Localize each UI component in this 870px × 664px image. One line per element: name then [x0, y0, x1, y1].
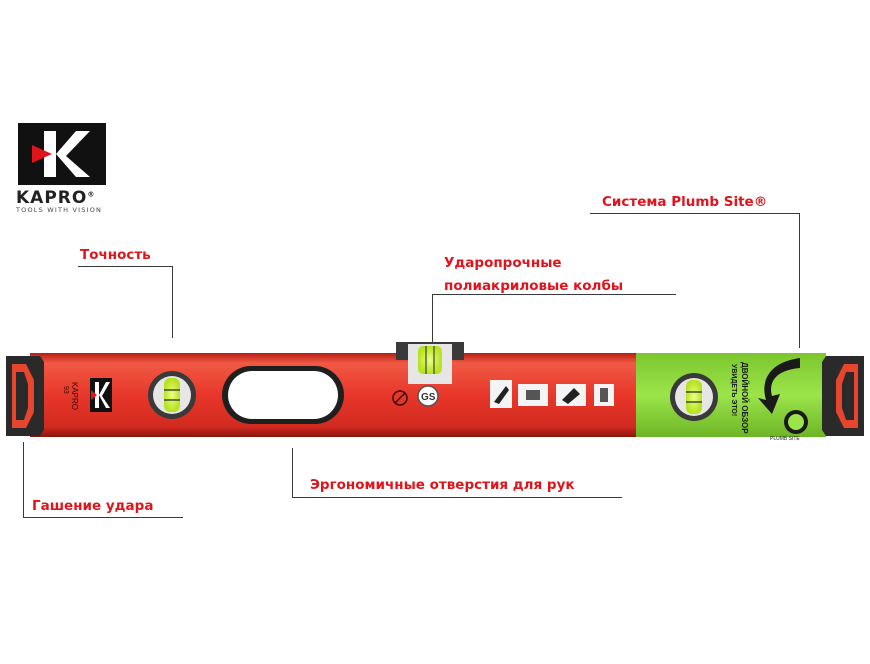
callout-hands-underline	[292, 497, 622, 498]
callout-vials-line2: полиакриловые колбы	[444, 278, 624, 294]
sticker-text-line1: ДВОЙНОЙ ОБЗОР	[740, 362, 749, 434]
kapro-tagline: TOOLS WITH VISION	[16, 206, 103, 214]
callout-plumb-leader	[799, 213, 800, 348]
vertical-vial-left-icon	[148, 371, 196, 419]
svg-text:GS: GS	[421, 392, 436, 403]
callout-plumb-underline	[590, 213, 800, 214]
callout-shock-absorb: Гашение удара	[32, 498, 154, 514]
vertical-vial-right-icon	[670, 373, 718, 421]
callout-vials-underline	[432, 294, 676, 295]
callout-plumb-site: Система Plumb Site®	[602, 194, 768, 210]
curved-arrow-icon	[758, 358, 800, 414]
callout-accuracy: Точность	[80, 247, 151, 263]
plumb-site-badge-icon	[784, 410, 808, 434]
side-brand-text: KAPRO	[70, 382, 79, 410]
callout-shock-leader	[23, 442, 24, 518]
gs-mark-icon: GS	[417, 385, 439, 407]
kapro-wordmark: KAPRO®	[16, 188, 96, 208]
no-symbol-icon	[392, 390, 408, 406]
sticker-text-line2: УВИДЕТЬ ЭТО!	[730, 364, 737, 416]
plumb-badge-text: PLUMB SITE	[770, 436, 800, 442]
kapro-k-icon	[18, 123, 106, 185]
top-vial-icon	[396, 342, 464, 384]
callout-vials-line1: Ударопрочные	[444, 255, 562, 271]
spirit-level: KAPRO 93 GS	[6, 342, 864, 442]
end-cap-left-icon	[6, 356, 44, 436]
end-cap-right-icon	[822, 356, 864, 436]
callout-shock-underline	[23, 517, 183, 518]
feature-labels-icon	[490, 380, 614, 408]
callout-accuracy-underline	[78, 266, 173, 267]
callout-hands-leader	[292, 448, 293, 498]
side-code-text: 93	[62, 386, 69, 394]
callout-hand-holes: Эргономичные отверстия для рук	[310, 477, 575, 493]
kapro-logo	[18, 123, 106, 185]
callout-accuracy-leader	[172, 266, 173, 338]
callout-vials-leader	[432, 294, 433, 342]
